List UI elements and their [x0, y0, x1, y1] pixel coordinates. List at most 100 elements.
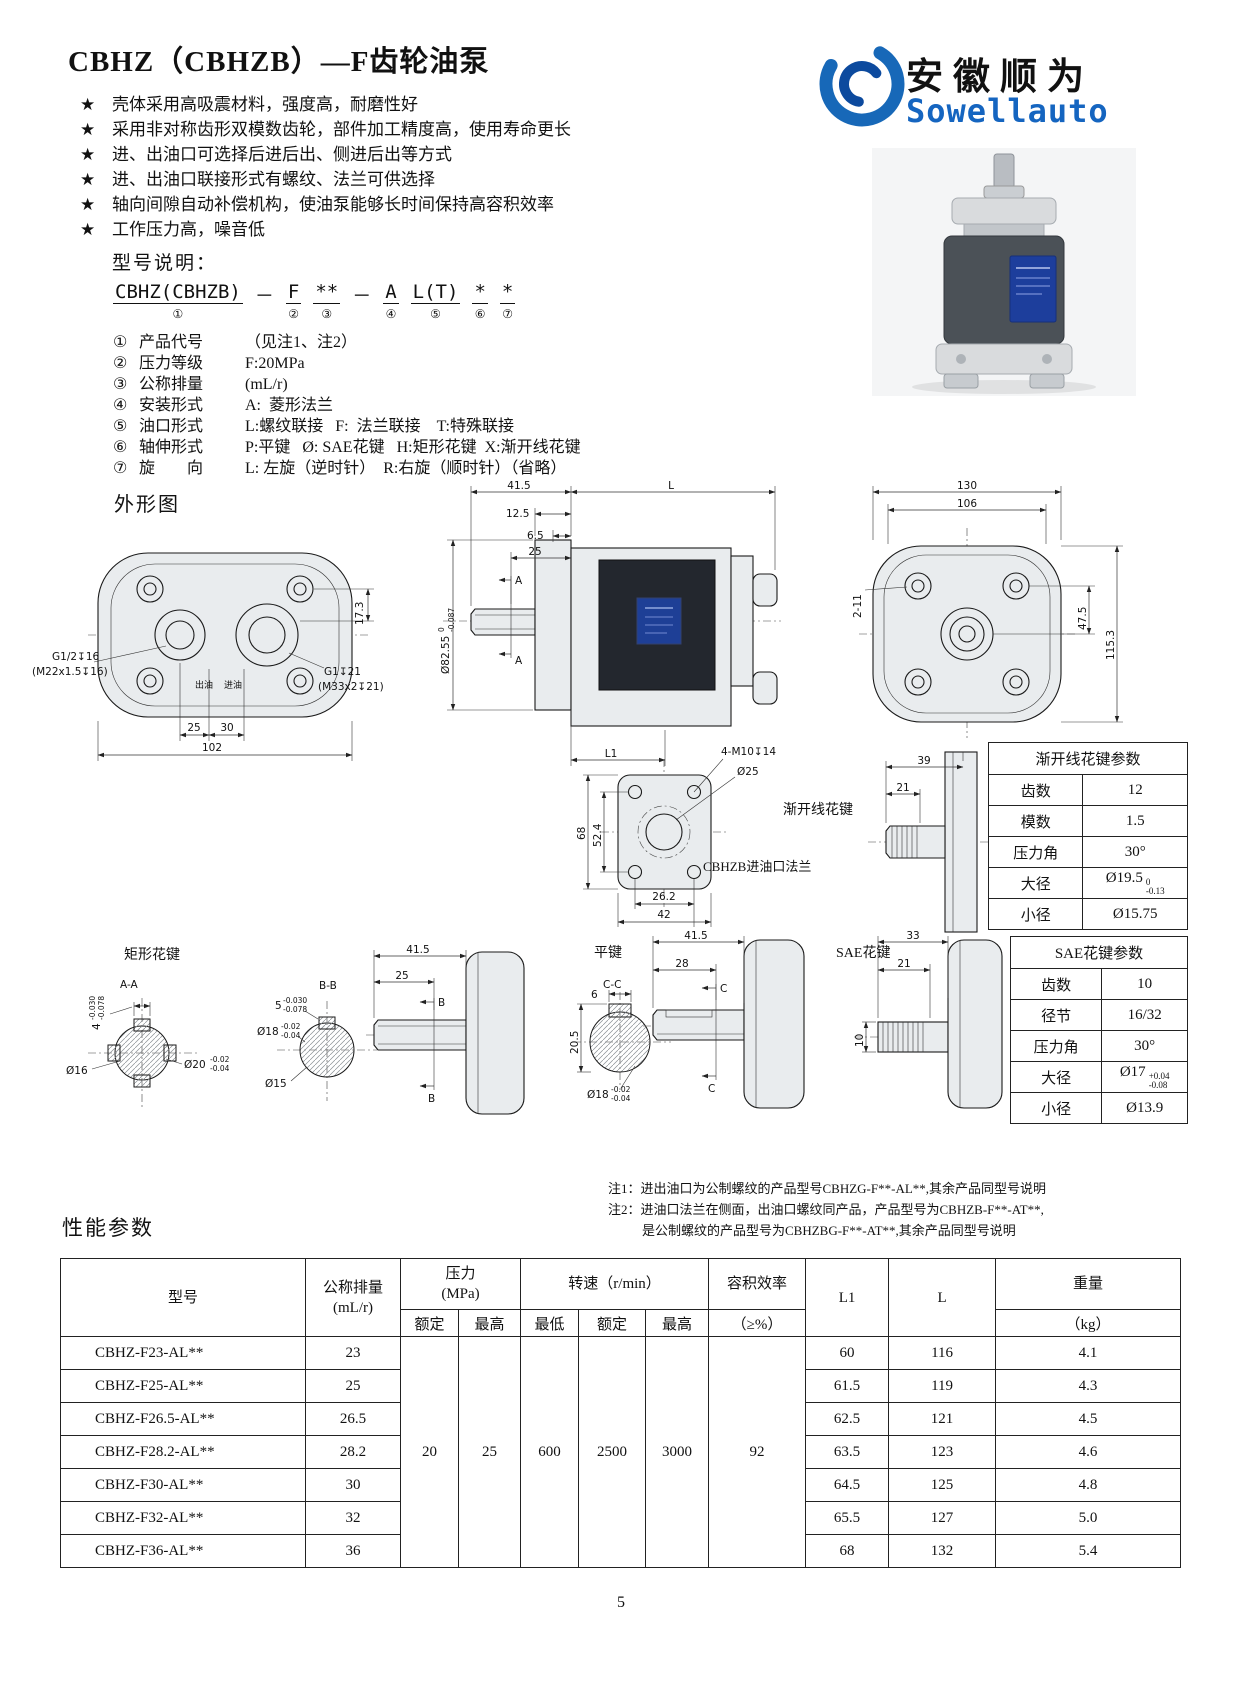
dim-17-3: 17.3: [300, 588, 374, 625]
svg-text:-0.078: -0.078: [283, 1005, 307, 1014]
dim-key-4: 4 -0.030 -0.078: [88, 996, 151, 1030]
caption-involute-spline: 渐开线花键: [783, 803, 853, 818]
svg-text:(M33x2↧21): (M33x2↧21): [318, 681, 384, 693]
feature-text: 工作压力高，噪音低: [112, 220, 265, 239]
feature-text: 壳体采用高吸震材料，强度高，耐磨性好: [112, 95, 418, 114]
col-l: L: [888, 1258, 997, 1337]
shaft-c-drawing: 41.5 28 C C: [643, 930, 805, 1109]
weight-cell: 4.5: [995, 1402, 1182, 1436]
flange-labels: 4-M10↧14 Ø25: [675, 746, 776, 821]
svg-text:C-C: C-C: [603, 979, 621, 991]
feature-item: ★进、出油口联接形式有螺纹、法兰可供选择: [80, 167, 571, 192]
speed-max-cell: 3000: [645, 1336, 710, 1568]
caption-inlet-flange: CBHZB进油口法兰: [703, 859, 812, 874]
col-pressure: 压力(MPa): [399, 1258, 522, 1310]
svg-text:6: 6: [591, 989, 598, 1001]
oil-ports: [154, 603, 299, 667]
table-row: CBHZ-F28.2-AL** 28.2 63.5 123 4.6: [60, 1435, 1182, 1469]
speed-min-cell: 600: [520, 1336, 580, 1568]
outline-heading: 外形图: [114, 494, 180, 516]
svg-text:10: 10: [854, 1034, 866, 1047]
model-cell: CBHZ-F30-AL**: [60, 1468, 306, 1502]
dim-106: 106: [887, 498, 1047, 544]
svg-text:-0.04: -0.04: [281, 1031, 301, 1040]
svg-text:115.3: 115.3: [1105, 630, 1117, 660]
svg-text:-0.030: -0.030: [283, 996, 307, 1005]
weight-cell: 4.1: [995, 1336, 1182, 1370]
feature-text: 采用非对称齿形双模数齿轮，部件加工精度高，使用寿命更长: [112, 120, 571, 139]
svg-text:6.5: 6.5: [527, 530, 544, 542]
front-view-drawing: 出油 进油 17.3 25 30 102 G1/2↧16 (M22x1.5↧16…: [32, 552, 384, 761]
table-title: SAE花键参数: [1010, 936, 1188, 969]
dim-dia-82-55: Ø82.55 0 -0.087: [437, 539, 533, 711]
model-cell: CBHZ-F23-AL**: [60, 1336, 306, 1370]
dim-26-2: 26.2: [634, 879, 695, 927]
svg-text:17.3: 17.3: [354, 602, 366, 625]
feature-item: ★轴向间隙自动补偿机构，使油泵能够长时间保持高容积效率: [80, 192, 571, 217]
code-part: *⑥: [472, 281, 488, 321]
svg-text:Ø18: Ø18: [587, 1089, 609, 1101]
performance-heading: 性能参数: [62, 1216, 154, 1240]
svg-text:Ø16: Ø16: [66, 1065, 88, 1077]
l1-cell: 63.5: [805, 1435, 890, 1469]
svg-text:Ø15: Ø15: [265, 1078, 287, 1090]
star-icon: ★: [80, 170, 96, 189]
disp-cell: 32: [305, 1501, 401, 1535]
dim-l1: L1: [570, 710, 666, 766]
weight-cell: 4.3: [995, 1369, 1182, 1403]
l-cell: 125: [888, 1468, 997, 1502]
star-icon: ★: [80, 145, 96, 164]
l-cell: 132: [888, 1534, 997, 1568]
svg-text:12.5: 12.5: [506, 508, 529, 520]
col-model: 型号: [60, 1258, 306, 1337]
svg-text:30: 30: [220, 722, 233, 734]
pump-label-sticker: [1009, 255, 1057, 323]
dia-20-label: Ø20 -0.02 -0.04: [165, 1055, 230, 1073]
col-speed: 转速（r/min）: [520, 1258, 710, 1310]
star-icon: ★: [80, 195, 96, 214]
svg-text:52.4: 52.4: [592, 823, 604, 847]
svg-text:Ø18: Ø18: [257, 1026, 279, 1038]
l-cell: 127: [888, 1501, 997, 1535]
svg-text:4-M10↧14: 4-M10↧14: [721, 746, 776, 758]
flange-plate: [617, 774, 712, 890]
dim-42: 42: [617, 893, 712, 927]
code-part: L(T)⑤: [410, 281, 461, 321]
code-dash: －: [254, 285, 274, 307]
star-icon: ★: [80, 220, 96, 239]
disp-cell: 26.5: [305, 1402, 401, 1436]
sae-spline-teeth: [882, 1022, 924, 1052]
page-number: 5: [617, 1594, 625, 1611]
star-icon: ★: [80, 120, 96, 139]
code-part: **③: [313, 281, 341, 321]
rect-spline-section-drawing: A-A 4 -0.030 -0.078 Ø16 Ø20 -0.02 -0: [66, 979, 230, 1108]
feature-item: ★进、出油口可选择后进后出、侧进后出等方式: [80, 142, 571, 167]
caption-flat-key: 平键: [594, 946, 622, 961]
col-vol-eff: 容积效率: [708, 1258, 807, 1310]
shaft-b-drawing: 41.5 25 B B: [366, 944, 525, 1115]
rear-bolts: [904, 572, 1030, 696]
dim-key-6: 6: [591, 989, 632, 1002]
note-line-1: 注1：进出油口为公制螺纹的产品型号CBHZG-F**-AL**,其余产品同型号说…: [608, 1181, 1047, 1196]
svg-text:L: L: [668, 480, 674, 492]
col-speed-max: 最高: [645, 1309, 710, 1337]
pressure-rated-cell: 20: [400, 1336, 459, 1568]
rear-view-drawing: 130 106 2-11 47.5 115.3: [852, 480, 1123, 738]
svg-text:41.5: 41.5: [684, 930, 707, 942]
svg-text:5: 5: [275, 1000, 282, 1012]
dim-key-5: 5 -0.030 -0.078: [275, 996, 319, 1020]
caption-sae-spline: SAE花键: [836, 946, 891, 961]
l1-cell: 61.5: [805, 1369, 890, 1403]
svg-text:41.5: 41.5: [507, 480, 530, 492]
col-weight: 重量: [995, 1258, 1182, 1310]
l1-cell: 64.5: [805, 1468, 890, 1502]
svg-text:-0.030: -0.030: [88, 996, 97, 1020]
svg-text:-0.04: -0.04: [611, 1094, 631, 1103]
